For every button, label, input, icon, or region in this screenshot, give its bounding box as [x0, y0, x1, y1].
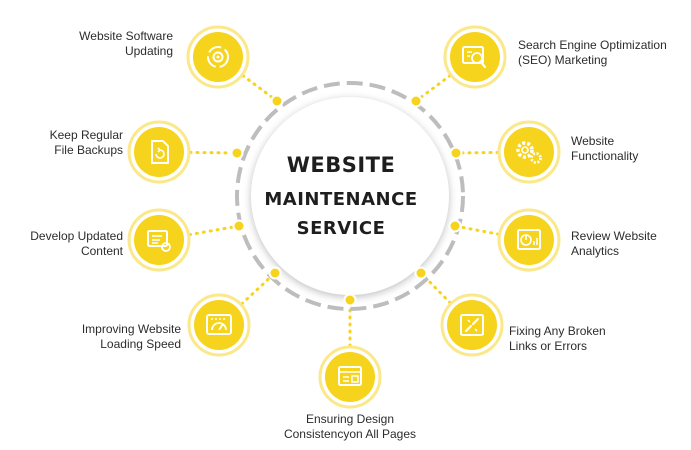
ring-dot-updated-content: [232, 219, 246, 233]
content-edit-icon: [147, 230, 171, 252]
node-fill: [504, 127, 554, 177]
ring-dot-design-consistency: [343, 293, 357, 307]
connector-seo-marketing: [414, 74, 452, 103]
label-loading-speed: Improving Website Loading Speed: [81, 322, 181, 351]
ring-dot-file-backups: [230, 146, 244, 160]
node-fill: [325, 352, 375, 402]
speedometer-icon: [206, 314, 232, 335]
center-title-line-1: WEBSITE: [286, 153, 396, 177]
node-fill: [504, 215, 554, 265]
seo-search-icon: [462, 46, 487, 69]
label-website-functionality: Website Functionality: [571, 134, 639, 163]
browser-pages-icon: [338, 366, 362, 386]
center-title-line-3: SERVICE: [296, 218, 386, 239]
ring-dot-seo-marketing: [409, 94, 423, 108]
gear-refresh-icon: [207, 46, 229, 68]
node-loading-speed: [187, 293, 251, 357]
node-design-consistency: [318, 345, 382, 409]
center-title-line-2: MAINTENANCE: [264, 189, 418, 210]
ring-dot-broken-links: [414, 266, 428, 280]
node-website-functionality: [497, 120, 561, 184]
icon-nodes: [127, 25, 561, 409]
node-broken-links: [440, 293, 504, 357]
dashed-ring: [235, 81, 465, 311]
center-circle: [251, 97, 449, 295]
node-file-backups: [127, 120, 191, 184]
connector-file-backups: [188, 150, 239, 155]
broken-link-icon: [460, 314, 484, 336]
ring-dot-website-functionality: [449, 146, 463, 160]
label-broken-links: Fixing Any Broken Links or Errors: [509, 324, 606, 353]
node-updated-content: [127, 208, 191, 272]
label-updated-content: Develop Updated Content: [30, 229, 123, 258]
node-website-analytics: [497, 208, 561, 272]
file-backup-icon: [151, 140, 169, 164]
gears-icon: [516, 141, 542, 164]
connector-website-analytics: [453, 224, 501, 236]
connector-loading-speed: [240, 271, 277, 306]
node-software-updating: [186, 25, 250, 89]
label-design-consistency: Ensuring Design Consistencyon All Pages: [283, 412, 417, 441]
node-fill: [447, 300, 497, 350]
label-file-backups: Keep Regular File Backups: [49, 128, 123, 157]
ring-dot-website-analytics: [448, 219, 462, 233]
analytics-icon: [517, 229, 541, 250]
label-seo-marketing: Search Engine Optimization (SEO) Marketi…: [518, 38, 667, 67]
ring-dot-software-updating: [270, 94, 284, 108]
connector-software-updating: [241, 74, 279, 103]
ring-dots: [230, 94, 463, 307]
label-software-updating: Website Software Updating: [79, 29, 173, 58]
ring-dot-loading-speed: [268, 266, 282, 280]
label-website-analytics: Review Website Analytics: [571, 229, 657, 258]
connector-updated-content: [188, 224, 241, 237]
node-seo-marketing: [443, 25, 507, 89]
connector-website-functionality: [454, 150, 500, 155]
node-fill: [194, 300, 244, 350]
node-fill: [450, 32, 500, 82]
